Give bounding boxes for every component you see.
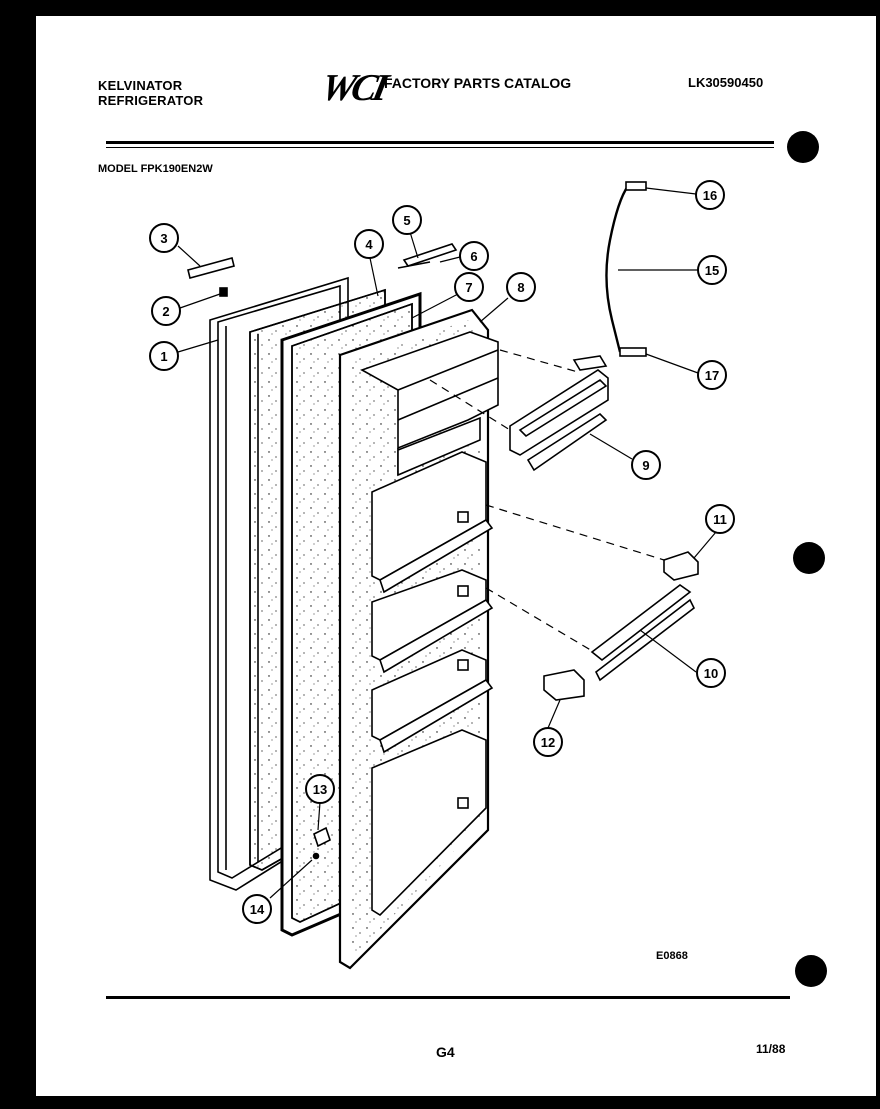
svg-text:3: 3 xyxy=(160,231,167,246)
callout-4: 4 xyxy=(354,229,384,259)
svg-text:5: 5 xyxy=(403,213,410,228)
print-date: 11/88 xyxy=(756,1042,786,1056)
page-number: G4 xyxy=(436,1044,455,1060)
svg-text:2: 2 xyxy=(162,304,169,319)
part-11-clip xyxy=(663,551,699,581)
document-number: LK30590450 xyxy=(688,75,764,90)
svg-text:14: 14 xyxy=(250,902,265,917)
svg-text:6: 6 xyxy=(470,249,477,264)
model-number: MODEL FPK190EN2W xyxy=(98,163,213,175)
brand-name: KELVINATOR xyxy=(98,78,183,93)
part-9-dairy-door xyxy=(509,355,609,472)
footer-rule xyxy=(106,996,790,999)
callout-11: 11 xyxy=(705,504,735,534)
callout-15: 15 xyxy=(697,255,727,285)
alignment-lines xyxy=(429,349,665,653)
callout-6: 6 xyxy=(459,241,489,271)
svg-text:15: 15 xyxy=(705,263,719,278)
svg-text:8: 8 xyxy=(517,280,524,295)
callout-3: 3 xyxy=(149,223,179,253)
binder-hole-bottom xyxy=(795,955,827,987)
callout-16: 16 xyxy=(695,180,725,210)
callout-17: 17 xyxy=(697,360,727,390)
callout-9: 9 xyxy=(631,450,661,480)
header-rule-thin xyxy=(106,147,774,148)
svg-text:13: 13 xyxy=(313,782,327,797)
callout-12: 12 xyxy=(533,727,563,757)
callout-1: 1 xyxy=(149,341,179,371)
svg-text:1: 1 xyxy=(160,349,167,364)
part-16-connector xyxy=(625,181,647,191)
svg-text:12: 12 xyxy=(541,735,555,750)
part-12-clip xyxy=(543,669,585,701)
product-type: REFRIGERATOR xyxy=(98,93,204,108)
callout-8: 8 xyxy=(506,272,536,302)
leader-lines xyxy=(177,187,717,899)
callout-10: 10 xyxy=(696,658,726,688)
binder-hole-top xyxy=(787,131,819,163)
catalog-title: FACTORY PARTS CATALOG xyxy=(384,75,572,91)
svg-text:10: 10 xyxy=(704,666,718,681)
part-13-fitting xyxy=(313,826,331,848)
svg-text:4: 4 xyxy=(365,237,373,252)
header-rule xyxy=(106,141,774,144)
callout-5: 5 xyxy=(392,205,422,235)
door-inner-liner xyxy=(338,308,499,970)
drawing-code: E0868 xyxy=(656,950,688,962)
svg-text:9: 9 xyxy=(642,458,649,473)
part-3-handle-cap xyxy=(187,257,235,279)
callouts: 1 2 3 4 5 6 7 8 9 10 11 12 13 14 15 xyxy=(149,180,735,924)
part-2-screw xyxy=(219,287,228,297)
callout-2: 2 xyxy=(151,296,181,326)
brand-block: KELVINATOR REFRIGERATOR xyxy=(98,78,203,108)
callout-7: 7 xyxy=(454,272,484,302)
svg-text:17: 17 xyxy=(705,368,719,383)
part-5-handle xyxy=(402,243,458,267)
part-15-wire xyxy=(605,185,629,353)
part-10-shelf-rail xyxy=(590,584,692,662)
binder-hole-middle xyxy=(793,542,825,574)
part-17-connector xyxy=(619,347,647,357)
callout-14: 14 xyxy=(242,894,272,924)
callout-13: 13 xyxy=(305,774,335,804)
svg-text:16: 16 xyxy=(703,188,717,203)
svg-text:11: 11 xyxy=(713,512,727,527)
svg-text:7: 7 xyxy=(465,280,472,295)
